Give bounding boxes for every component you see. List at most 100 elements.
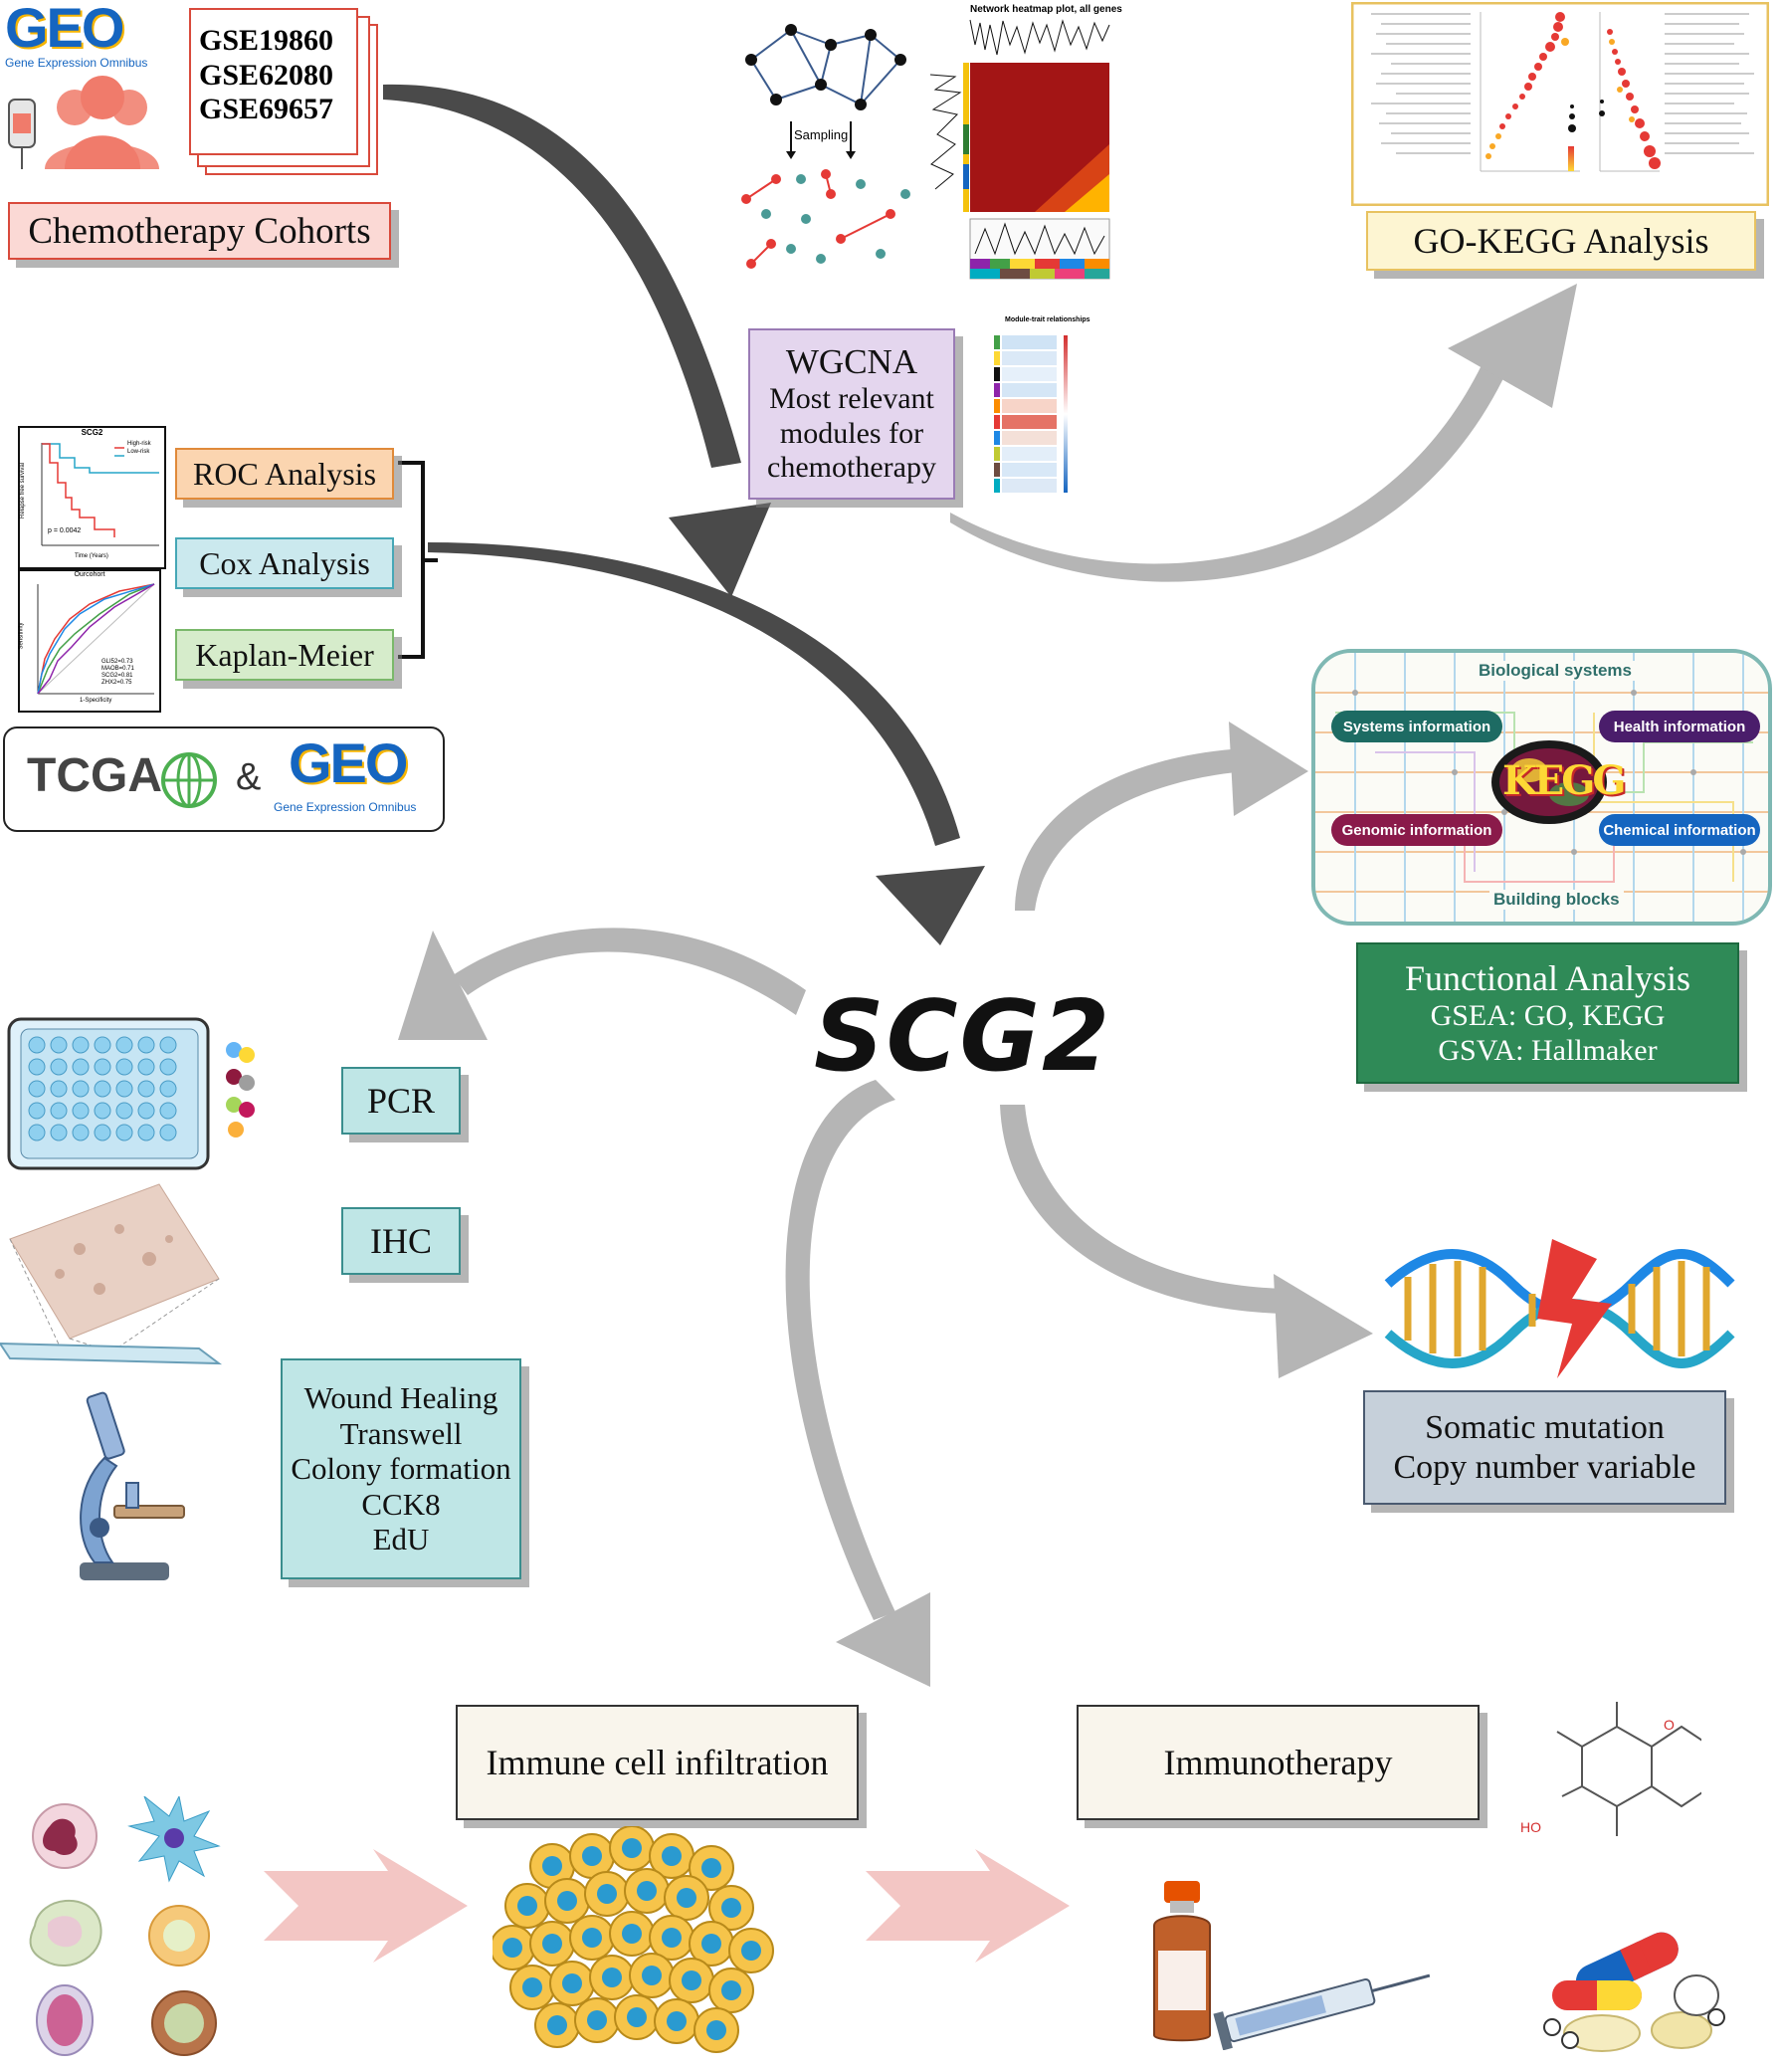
cox-analysis-box: Cox Analysis [175, 537, 394, 589]
well-plate-icon [7, 1017, 255, 1170]
immunotherapy-box: Immunotherapy [1077, 1705, 1480, 1820]
km-legend-low: Low-risk [127, 449, 150, 455]
assay-item: Colony formation [291, 1451, 511, 1487]
survival-bracket [398, 461, 425, 659]
kegg-health-information: Health information [1599, 711, 1760, 742]
functional-title: Functional Analysis [1405, 957, 1690, 998]
ihc-slide-icon [0, 1183, 223, 1365]
arrow-mutation-head [1274, 1274, 1373, 1378]
km-plot: SCG2 High-risk Low-risk p = 0.0042 Time … [18, 426, 166, 569]
kegg-systems-information: Systems information [1331, 711, 1502, 742]
network-heatmap-plot [929, 19, 1110, 280]
assay-item: Transwell [339, 1415, 463, 1451]
arrow-cells-to-tumor [264, 1849, 468, 1963]
pills-icon [1543, 1932, 1725, 2052]
dna-mutation-icon [1384, 1239, 1735, 1378]
roc-legend-item: MAOB=0.71 [101, 665, 134, 672]
arrow-cohorts-head [669, 503, 771, 597]
km-ylabel: Relapse free survival [20, 462, 27, 519]
cohort-id-list: GSE19860 GSE62080 GSE69657 [189, 8, 358, 155]
roc-xlabel: 1-Specificity [80, 698, 112, 704]
wgcna-title: WGCNA [785, 342, 918, 382]
kegg-building-blocks: Building blocks [1489, 890, 1624, 910]
km-legend-high: High-risk [127, 441, 151, 447]
roc-plot-title: Ourcohort [74, 571, 105, 578]
go-kegg-dotplot [1351, 2, 1769, 206]
geo-logo-secondary-subtitle: Gene Expression Omnibus [274, 800, 417, 814]
kegg-biological-systems: Biological systems [1475, 661, 1637, 681]
functional-line: GSVA: Hallmaker [1438, 1033, 1658, 1067]
ampersand: & [236, 756, 262, 798]
microscope-icon [80, 1391, 185, 1580]
roc-legend-item: SCG2=0.81 [101, 672, 133, 679]
assay-item: EdU [372, 1522, 430, 1557]
roc-legend: GLI52=0.73 MAOB=0.71 SCG2=0.81 ZHX2=0.75 [101, 659, 134, 687]
kegg-overview-panel: KEGG Biological systems Building blocks … [1311, 649, 1772, 926]
kegg-genomic-information: Genomic information [1331, 814, 1502, 846]
arrow-scg2-to-experiments [453, 928, 806, 1015]
wgcna-line: modules for [779, 416, 924, 450]
arrow-wgcna-to-gokegg [950, 363, 1507, 582]
wgcna-box: WGCNA Most relevant modules for chemothe… [748, 328, 955, 500]
km-xlabel: Time (Years) [75, 553, 108, 559]
tcga-geo-logo-box: TCGA & GEO Gene Expression Omnibus [3, 726, 445, 832]
kegg-chemical-information: Chemical information [1599, 814, 1760, 846]
roc-curves [37, 583, 155, 695]
gene-network-icon [745, 24, 906, 110]
patients-icon [8, 76, 159, 169]
arrow-experiments-head [398, 931, 488, 1040]
arrow-gokegg-head [1448, 284, 1577, 408]
geo-logo-text: GEO [5, 0, 124, 59]
wgcna-line: chemotherapy [767, 451, 936, 485]
roc-analysis-box: ROC Analysis [175, 448, 394, 500]
roc-ylabel: Sensitivity [18, 622, 25, 650]
globe-icon [161, 752, 217, 808]
chemotherapy-cohorts-label: Chemotherapy Cohorts [8, 202, 391, 260]
heatmap-title: Network heatmap plot, all genes [970, 4, 1122, 15]
geo-logo-secondary: GEO [289, 731, 408, 794]
km-curves [41, 443, 159, 546]
roc-legend-item: ZHX2=0.75 [101, 679, 132, 686]
sampled-network-icon [741, 121, 910, 269]
roc-legend-item: GLI52=0.73 [101, 659, 133, 665]
arrow-scg2-to-immune [785, 1080, 895, 1620]
immune-cells-icon [29, 1796, 221, 2056]
immune-infiltration-box: Immune cell infiltration [456, 1705, 859, 1820]
assay-item: CCK8 [361, 1486, 441, 1522]
kegg-center-logo: KEGG [1502, 757, 1627, 804]
functional-assays-box: Wound Healing Transwell Colony formation… [281, 1358, 521, 1579]
go-kegg-label: GO-KEGG Analysis [1366, 211, 1756, 271]
functional-analysis-box: Functional Analysis GSEA: GO, KEGG GSVA:… [1356, 942, 1739, 1084]
kaplan-meier-box: Kaplan-Meier [175, 629, 394, 681]
arrow-scg2-to-mutation [1000, 1105, 1284, 1314]
center-gene-label: SCG2 [814, 980, 1112, 1094]
geo-logo: GEO Gene Expression Omnibus [5, 0, 179, 75]
wgcna-line: Most relevant [769, 382, 934, 416]
arrow-survival-head [876, 866, 985, 945]
arrow-survival-to-scg2 [428, 542, 960, 846]
roc-plot: Ourcohort GLI52=0.73 MAOB=0.71 SCG2=0.81… [18, 569, 161, 713]
pcr-box: PCR [341, 1067, 461, 1135]
functional-line: GSEA: GO, KEGG [1430, 999, 1666, 1033]
molecule-oxygen-label: O [1664, 1717, 1675, 1733]
tumor-cells-icon [493, 1826, 774, 2053]
chemical-structure-icon [1556, 1702, 1701, 1836]
arrow-cohorts-to-wgcna [383, 84, 741, 468]
module-trait-title: Module-trait relationships [1005, 316, 1090, 323]
km-pvalue: p = 0.0042 [48, 527, 82, 534]
cohort-id: GSE62080 [199, 58, 334, 92]
arrow-immune-head [836, 1592, 930, 1687]
arrow-kegg-head [1229, 722, 1308, 816]
ihc-box: IHC [341, 1207, 461, 1275]
mutation-line: Somatic mutation [1425, 1409, 1665, 1447]
cohort-id: GSE69657 [199, 93, 334, 125]
km-plot-title: SCG2 [81, 428, 103, 437]
mutation-line: Copy number variable [1393, 1448, 1696, 1486]
sampling-label: Sampling [794, 127, 849, 142]
tcga-logo-text: TCGA [27, 749, 162, 802]
drug-vial-syringe-icon [1153, 1881, 1431, 2050]
module-trait-heatmap [994, 335, 1068, 493]
cohort-card-stack: GSE19860 GSE62080 GSE69657 [189, 8, 378, 175]
mutation-box: Somatic mutation Copy number variable [1363, 1390, 1726, 1505]
